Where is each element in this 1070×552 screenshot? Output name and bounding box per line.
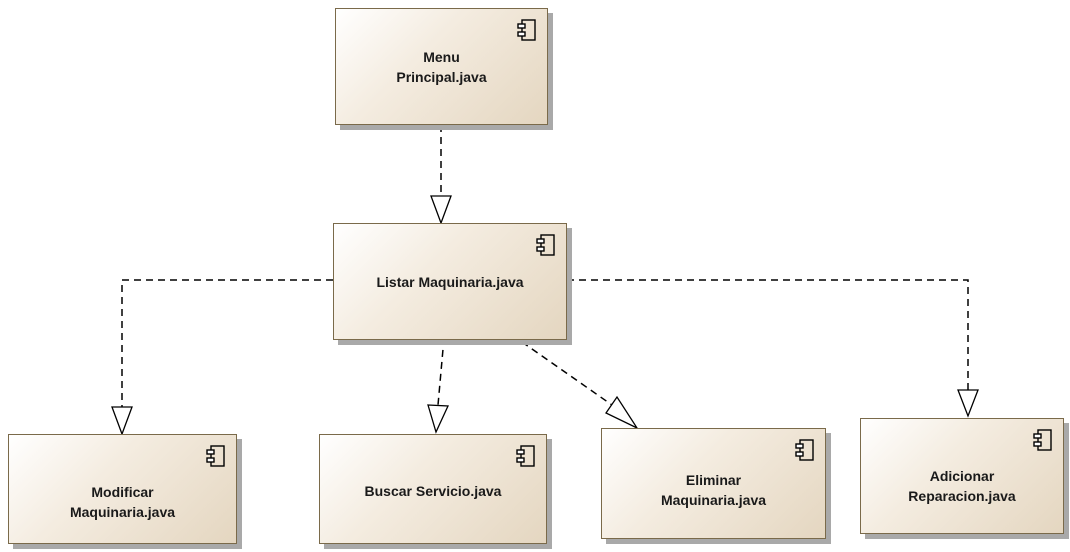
component-label: Buscar Servicio.java (364, 483, 502, 499)
component-icon (536, 234, 555, 256)
component-icon (795, 439, 814, 461)
component-icon (1033, 429, 1052, 451)
component-label: Menu Principal.java (396, 48, 487, 85)
dependency-listar-to-adicionar (567, 279, 969, 390)
dependency-listar-to-modificar (121, 279, 333, 407)
dependency-listar-to-eliminar (521, 341, 613, 406)
component-icon (206, 445, 225, 467)
arrowhead-modificar (111, 406, 133, 436)
arrowhead-buscar (427, 404, 449, 434)
component-icon (516, 445, 535, 467)
arrowhead-adicionar (957, 389, 979, 418)
component-icon (517, 19, 536, 41)
component-adicionar-reparacion[interactable]: Adicionar Reparacion.java (860, 418, 1064, 534)
component-eliminar-maquinaria[interactable]: Eliminar Maquinaria.java (601, 428, 826, 539)
component-label: Eliminar Maquinaria.java (660, 471, 767, 508)
dependency-listar-to-buscar (437, 337, 445, 406)
arrowhead-listar (430, 195, 452, 225)
component-listar-maquinaria[interactable]: Listar Maquinaria.java (333, 223, 567, 340)
component-label: Modificar Maquinaria.java (69, 484, 176, 520)
component-label: Listar Maquinaria.java (376, 273, 524, 290)
component-label: Adicionar Reparacion.java (908, 468, 1016, 504)
component-modificar-maquinaria[interactable]: Modificar Maquinaria.java (8, 434, 237, 544)
component-buscar-servicio[interactable]: Buscar Servicio.java (319, 434, 547, 544)
component-menu-principal[interactable]: Menu Principal.java (335, 8, 548, 125)
arrowhead-eliminar (605, 395, 639, 430)
